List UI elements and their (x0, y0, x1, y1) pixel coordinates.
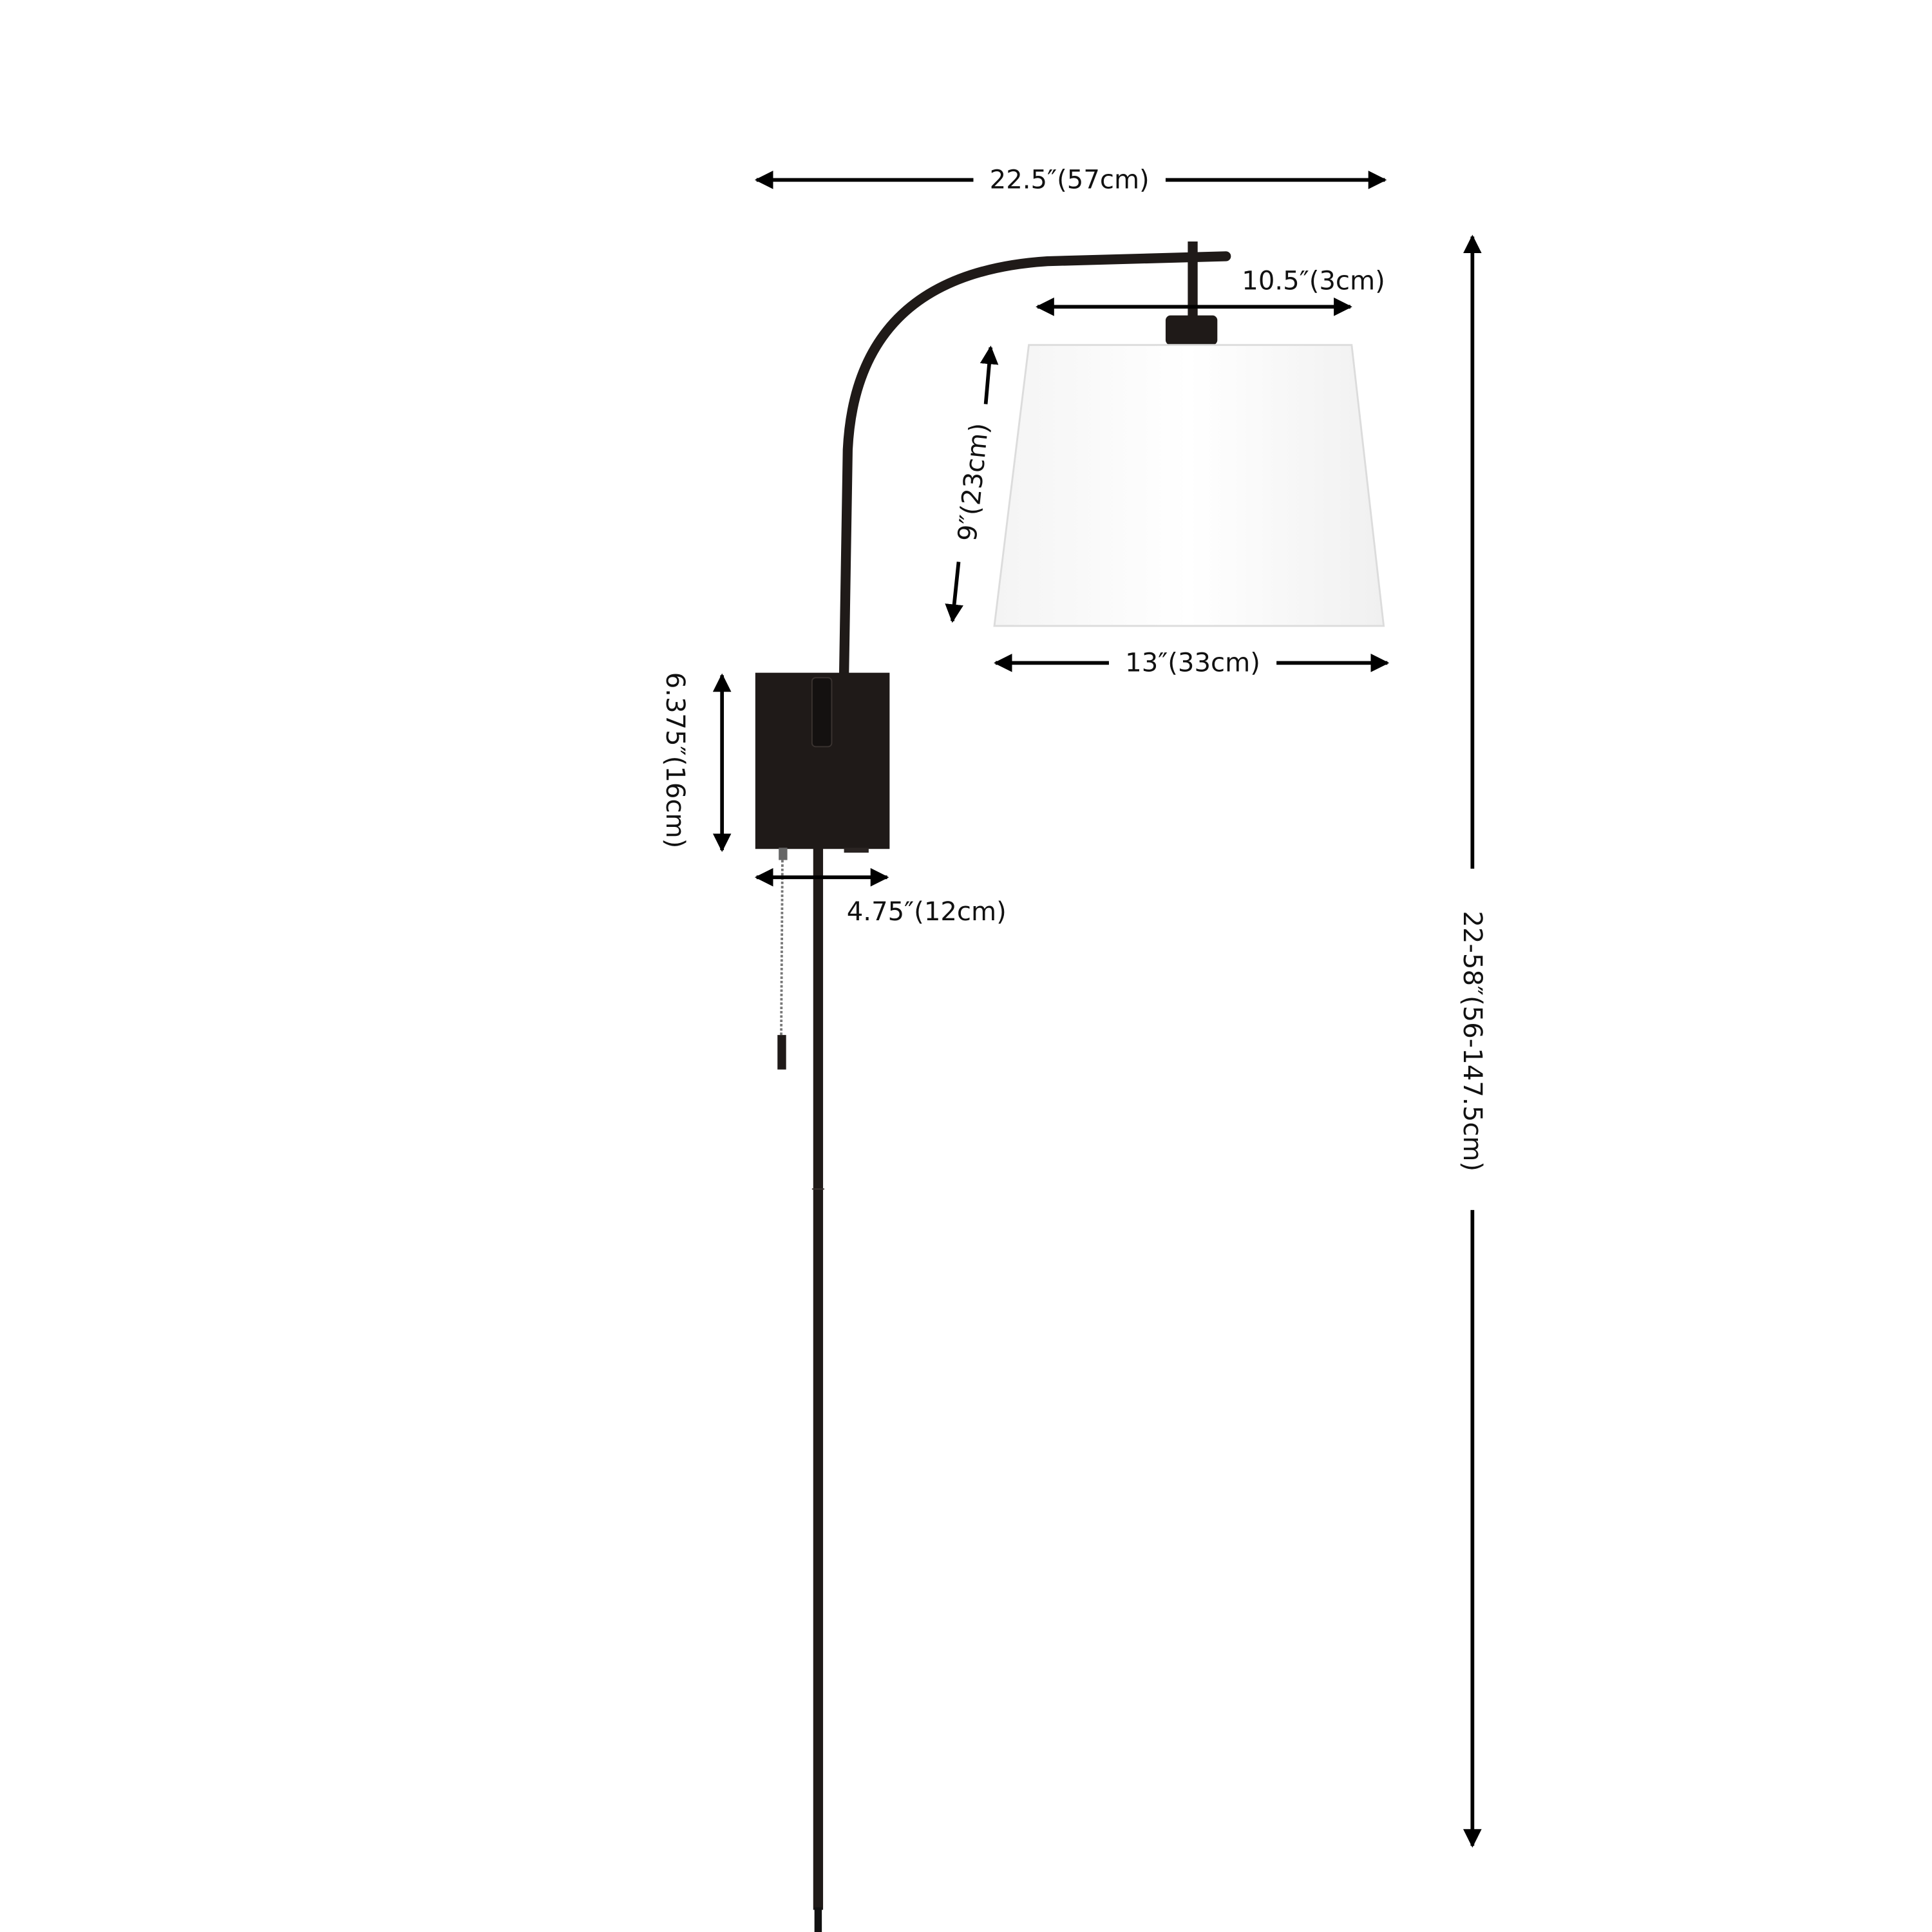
pole (813, 848, 824, 1910)
dimension-arm-reach: 10.5″(3cm) (1036, 267, 1385, 316)
swing-arm (838, 251, 1231, 754)
dimension-shade-diameter: 13″(33cm) (994, 649, 1390, 678)
dimension-shade-height: 9″(23cm) (945, 345, 999, 623)
arm-reach-label: 10.5″(3cm) (1242, 267, 1385, 296)
backplate-width-label: 4.75″(12cm) (847, 897, 1007, 927)
socket-cap (1165, 315, 1218, 345)
pull-chain (780, 860, 784, 1037)
dimension-overall-height: 22-58″(56-147.5cm) (1457, 234, 1487, 1848)
lamp (755, 242, 1385, 1932)
dimension-backplate-height: 6.375″(16cm) (660, 672, 732, 853)
dimension-backplate-width: 4.75″(12cm) (754, 867, 1007, 927)
switch-button (844, 848, 869, 853)
overall-height-label: 22-58″(56-147.5cm) (1457, 911, 1487, 1171)
shade-diameter-label: 13″(33cm) (1125, 649, 1260, 678)
pull-chain-tassel (777, 1035, 786, 1070)
overall-width-label: 22.5″(57cm) (990, 166, 1150, 195)
swivel-joint (811, 677, 833, 748)
lamp-shade (993, 344, 1385, 627)
shade-height-label: 9″(23cm) (952, 422, 994, 543)
backplate-height-label: 6.375″(16cm) (660, 672, 690, 849)
dimension-overall-width: 22.5″(57cm) (754, 166, 1387, 195)
chain-socket (779, 848, 788, 860)
